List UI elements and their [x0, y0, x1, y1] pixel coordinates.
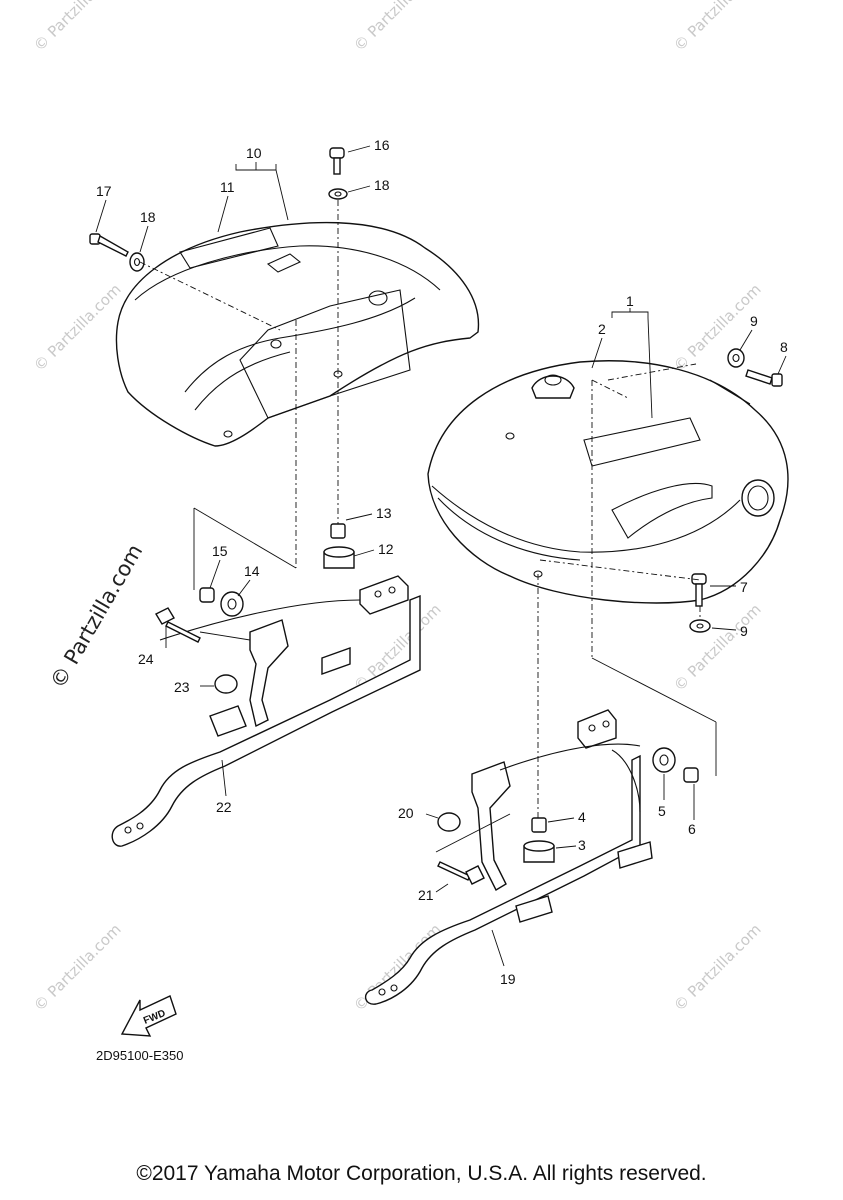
watermark: © Partzilla.com [30, 280, 125, 375]
fwd-arrow: FWD [120, 995, 177, 1037]
watermark: © Partzilla.com [350, 0, 445, 55]
callout-13[interactable]: 13 [376, 505, 392, 521]
callout-5[interactable]: 5 [658, 803, 666, 819]
callout-16[interactable]: 16 [374, 137, 390, 153]
callout-9-bottom[interactable]: 9 [740, 623, 748, 639]
watermark-large: © Partzilla.com [46, 540, 148, 692]
callout-12[interactable]: 12 [378, 541, 394, 557]
callout-6[interactable]: 6 [688, 821, 696, 837]
callout-14[interactable]: 14 [244, 563, 260, 579]
watermark: © Partzilla.com [30, 920, 125, 1015]
hardware [89, 147, 783, 885]
callout-8[interactable]: 8 [780, 339, 788, 355]
callout-10[interactable]: 10 [246, 145, 262, 161]
left-saddlebag [115, 221, 480, 447]
watermark: © Partzilla.com [670, 0, 765, 55]
assembly-lines [139, 200, 717, 853]
callout-3[interactable]: 3 [578, 837, 586, 853]
left-bracket [111, 575, 421, 847]
leader-lines [95, 145, 787, 967]
watermark: © Partzilla.com [670, 600, 765, 695]
callout-19[interactable]: 19 [500, 971, 516, 987]
callout-1[interactable]: 1 [626, 293, 634, 309]
watermark: © Partzilla.com [30, 0, 125, 55]
watermark: © Partzilla.com [350, 920, 445, 1015]
callout-20[interactable]: 20 [398, 805, 414, 821]
right-bracket [365, 709, 653, 1005]
callout-21[interactable]: 21 [418, 887, 434, 903]
callout-9-top[interactable]: 9 [750, 313, 758, 329]
watermark: © Partzilla.com [670, 920, 765, 1015]
callout-7[interactable]: 7 [740, 579, 748, 595]
callout-23[interactable]: 23 [174, 679, 190, 695]
callout-22[interactable]: 22 [216, 799, 232, 815]
diagram-code: 2D95100-E350 [96, 1048, 184, 1063]
copyright-notice: ©2017 Yamaha Motor Corporation, U.S.A. A… [136, 1162, 707, 1185]
callout-18-top[interactable]: 18 [374, 177, 390, 193]
callout-18-left[interactable]: 18 [140, 209, 156, 225]
callouts: 1 2 3 4 5 6 7 8 9 9 10 11 12 13 14 15 16… [96, 137, 788, 987]
callout-4[interactable]: 4 [578, 809, 586, 825]
right-saddlebag [427, 360, 789, 604]
callout-24[interactable]: 24 [138, 651, 154, 667]
callout-15[interactable]: 15 [212, 543, 228, 559]
callout-17[interactable]: 17 [96, 183, 112, 199]
callout-2[interactable]: 2 [598, 321, 606, 337]
callout-11[interactable]: 11 [220, 179, 235, 195]
